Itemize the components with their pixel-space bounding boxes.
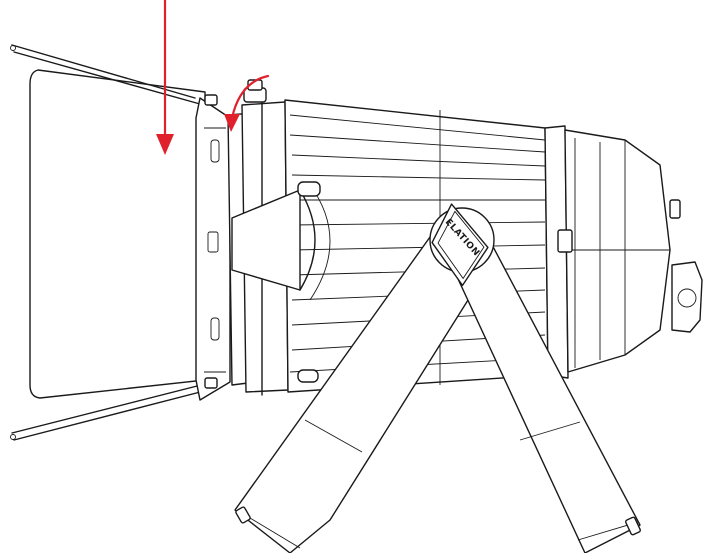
barndoor-leaf-left <box>10 44 209 441</box>
rear-housing <box>544 125 703 379</box>
barndoor-frame <box>195 94 231 401</box>
down-arrow <box>156 0 174 155</box>
curved-arrow <box>224 74 270 132</box>
